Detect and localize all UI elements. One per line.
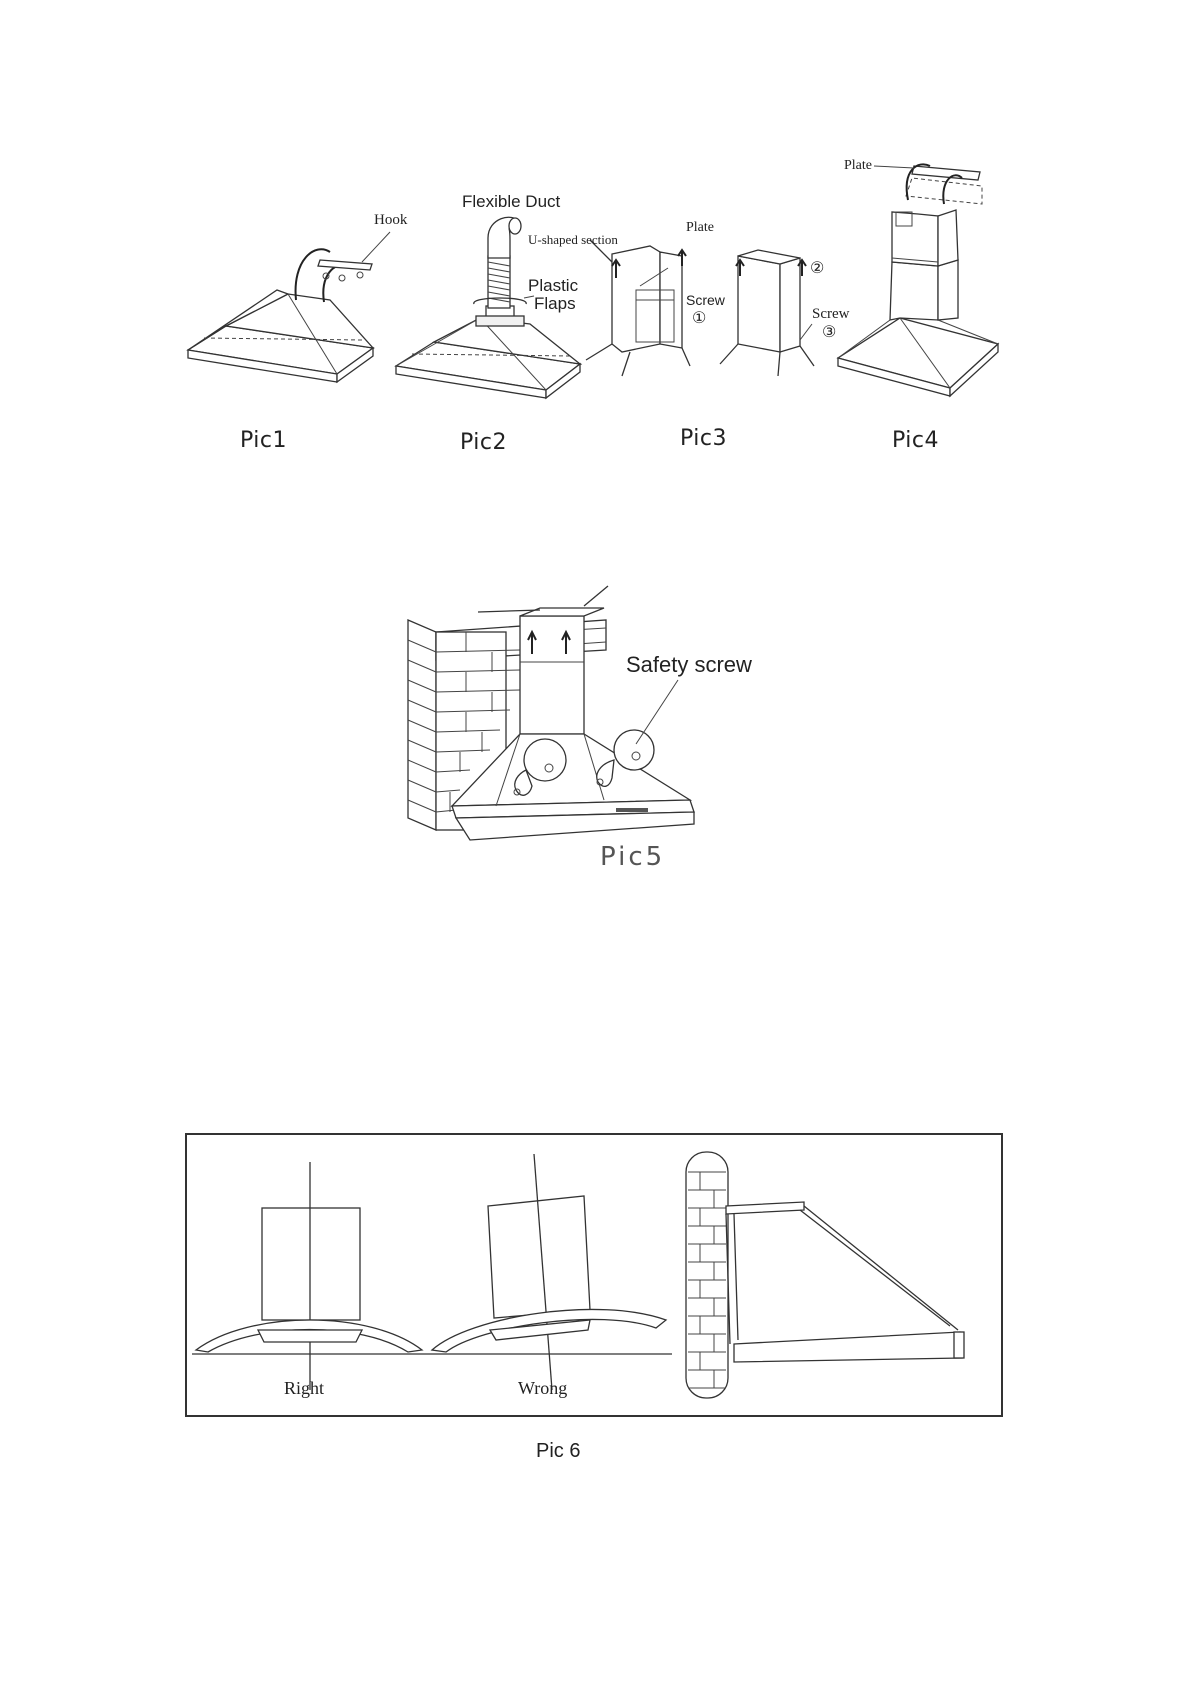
pic5-drawing [408, 586, 694, 840]
screw-label-1: Screw [686, 292, 725, 308]
hook-label: Hook [374, 212, 407, 229]
flexible-duct-coil [488, 217, 521, 308]
right-label: Right [284, 1378, 324, 1399]
pic6-caption: Pic 6 [536, 1440, 580, 1463]
plate-label-pic4: Plate [844, 158, 872, 174]
safety-screw-label: Safety screw [626, 652, 752, 678]
flexible-duct-label: Flexible Duct [462, 192, 560, 212]
flaps-label: Flaps [534, 294, 576, 314]
step-1-marker: ① [692, 308, 706, 328]
u-shaped-section-label: U-shaped section [528, 232, 618, 248]
pic1-hood-drawing [188, 232, 390, 382]
step-3-marker: ③ [822, 322, 836, 342]
pic2-caption: Pic2 [460, 430, 507, 455]
pic5-caption: Pic5 [600, 842, 665, 872]
pic4-hood-drawing [838, 164, 998, 396]
pic3-caption: Pic3 [680, 426, 727, 451]
pic1-caption: Pic1 [240, 428, 287, 453]
pic6-drawing [186, 1134, 1002, 1416]
plastic-label: Plastic [528, 276, 578, 296]
step-2-marker: ② [810, 258, 824, 278]
wrong-label: Wrong [518, 1378, 567, 1399]
screw-label-3: Screw [812, 306, 850, 323]
pic4-caption: Pic4 [892, 428, 939, 453]
plate-label-pic3: Plate [686, 220, 714, 236]
